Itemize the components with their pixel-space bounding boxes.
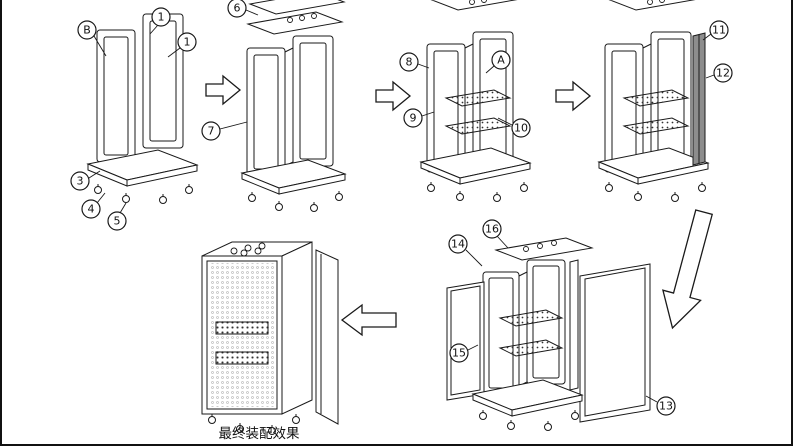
svg-text:8: 8 — [406, 56, 413, 69]
svg-text:12: 12 — [716, 67, 730, 80]
svg-text:7: 7 — [208, 125, 215, 138]
callout-3: 3 — [70, 170, 101, 191]
callout-10: 10 — [497, 117, 531, 138]
callout-9: 9 — [403, 108, 435, 128]
callout-A: A — [485, 50, 511, 74]
callout-12: 12 — [705, 63, 733, 83]
svg-text:15: 15 — [452, 347, 466, 360]
callout-16: 16 — [482, 219, 509, 249]
final-assembly-caption: 最终装配效果 — [219, 426, 300, 442]
arrow-right-3-icon — [555, 80, 592, 112]
svg-text:10: 10 — [514, 122, 528, 135]
svg-text:3: 3 — [77, 175, 84, 188]
arrow-down-icon — [662, 209, 714, 330]
stage-4-frame — [597, 0, 710, 202]
callout-B: B — [77, 20, 107, 57]
svg-text:5: 5 — [114, 215, 121, 228]
callout-4: 4 — [81, 192, 106, 219]
svg-text:4: 4 — [88, 203, 95, 216]
svg-text:9: 9 — [410, 112, 417, 125]
svg-text:1: 1 — [184, 36, 191, 49]
svg-text:6: 6 — [234, 2, 241, 15]
callout-14: 14 — [448, 234, 483, 267]
callout-5: 5 — [107, 202, 127, 231]
callout-1b: 1 — [167, 32, 197, 58]
callout-15: 15 — [449, 343, 479, 363]
callout-13: 13 — [645, 395, 676, 416]
callout-8: 8 — [399, 52, 430, 72]
callout-7: 7 — [201, 121, 248, 141]
svg-text:11: 11 — [712, 24, 726, 37]
svg-text:B: B — [83, 24, 91, 37]
arrow-right-1-icon — [205, 74, 242, 106]
arrow-left-icon — [340, 303, 397, 337]
stage-3-frame — [419, 0, 532, 202]
svg-text:13: 13 — [659, 400, 673, 413]
svg-text:A: A — [497, 54, 505, 67]
stage-5-panels — [446, 237, 651, 431]
callout-1a: 1 — [149, 7, 171, 35]
final-cabinet — [201, 241, 339, 435]
callout-6: 6 — [227, 0, 259, 18]
svg-text:1: 1 — [158, 11, 165, 24]
svg-text:14: 14 — [451, 238, 465, 251]
arrow-right-2-icon — [375, 80, 412, 112]
svg-text:16: 16 — [485, 223, 499, 236]
callout-11: 11 — [702, 20, 729, 41]
stage-2-frame — [240, 0, 347, 212]
